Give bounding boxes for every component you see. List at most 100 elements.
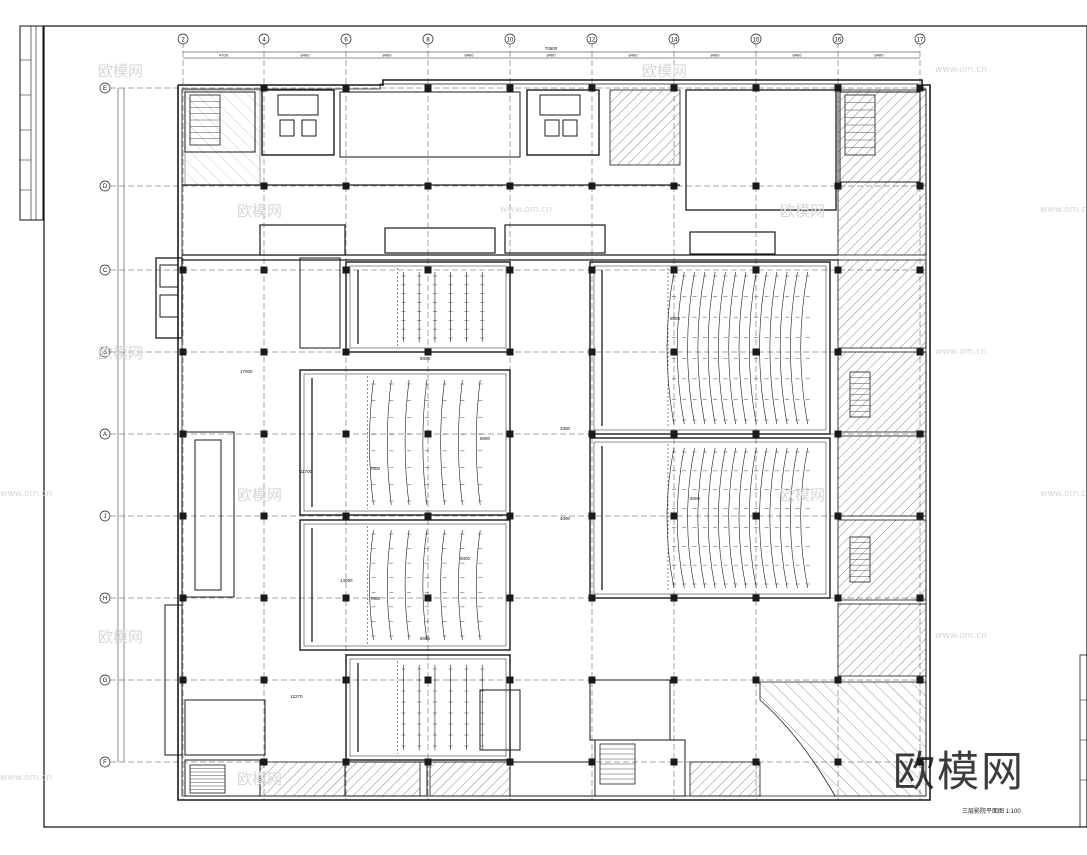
seat-row	[707, 447, 716, 589]
structural-column	[342, 348, 350, 356]
seat-row	[676, 447, 685, 589]
structural-column	[834, 758, 842, 766]
structural-column	[588, 182, 596, 190]
bay-dimension: 8400	[875, 53, 885, 58]
structural-column	[424, 348, 432, 356]
grid-row-label: F	[103, 760, 107, 766]
structural-column	[179, 594, 187, 602]
structural-column	[424, 758, 432, 766]
structural-column	[506, 84, 514, 92]
structural-column	[834, 676, 842, 684]
dimension-label: 3300	[560, 426, 571, 431]
grid-row-label: J	[104, 514, 107, 520]
seat-row	[369, 379, 374, 506]
grid-col-label: 17	[917, 38, 924, 44]
structural-column	[834, 594, 842, 602]
seat-row	[677, 271, 685, 425]
dimension-label: 6600	[670, 316, 681, 321]
grid-row-label: C	[103, 268, 108, 274]
cinema-hall	[589, 437, 831, 599]
seat-row	[800, 447, 809, 589]
structural-column	[424, 430, 432, 438]
stair	[849, 536, 871, 583]
grid-bubble-col: 10	[504, 33, 516, 45]
seat-row	[707, 271, 716, 425]
seat-row	[738, 447, 747, 589]
interior-walls	[182, 184, 838, 261]
structural-column	[424, 512, 432, 520]
structural-column	[260, 182, 268, 190]
structural-column	[834, 182, 842, 190]
grid-bubble-row: H	[99, 592, 111, 604]
structural-column	[588, 594, 596, 602]
structural-column	[260, 758, 268, 766]
structural-column	[752, 594, 760, 602]
structural-column	[588, 266, 596, 274]
cinema-hall	[589, 261, 831, 435]
structural-column	[670, 512, 678, 520]
stair	[849, 371, 871, 418]
room-dimension-labels: 1700011700140009000900090009000122707000…	[240, 316, 701, 699]
structural-column	[260, 594, 268, 602]
seat-row	[404, 529, 410, 641]
structural-column	[752, 266, 760, 274]
dimension-label: 17000	[240, 369, 253, 374]
bay-dimension: 8400	[629, 53, 639, 58]
title-strip	[19, 25, 44, 221]
structural-column	[424, 676, 432, 684]
dimension-label: 11700	[300, 469, 313, 474]
structural-column	[179, 266, 187, 274]
structural-column	[506, 758, 514, 766]
seat-row	[779, 447, 788, 589]
structural-column	[260, 676, 268, 684]
structural-column	[260, 430, 268, 438]
structural-column	[260, 348, 268, 356]
structural-column	[342, 84, 350, 92]
seat-row	[790, 271, 798, 425]
seat-row	[387, 529, 392, 641]
title-block	[1079, 654, 1087, 828]
bay-dimension: 4700	[219, 53, 229, 58]
drawing-title: 三层影院平面图 1:100	[962, 809, 1021, 815]
cinema-hall	[299, 369, 511, 516]
seat-row	[728, 271, 737, 425]
seat-row	[769, 447, 778, 589]
structural-column	[506, 430, 514, 438]
seat-row	[779, 271, 788, 425]
seat-row	[728, 447, 737, 589]
stair	[189, 94, 221, 146]
seat-row	[697, 447, 706, 589]
seat-row	[687, 447, 695, 589]
structural-column	[342, 758, 350, 766]
structural-column	[588, 758, 596, 766]
structural-column	[834, 512, 842, 520]
structural-column	[670, 430, 678, 438]
bay-dimension: 8400	[465, 53, 475, 58]
structural-column	[588, 512, 596, 520]
dimension-label: 7000	[370, 596, 381, 601]
structural-column	[260, 84, 268, 92]
structural-column	[916, 758, 924, 766]
structural-column	[588, 84, 596, 92]
structural-column	[506, 512, 514, 520]
structural-column	[916, 84, 924, 92]
dimension-label: 7000	[370, 466, 381, 471]
structural-column	[342, 594, 350, 602]
structural-column	[834, 348, 842, 356]
stair	[189, 764, 226, 794]
structural-column	[670, 84, 678, 92]
seat-row	[800, 271, 809, 425]
structural-column	[670, 594, 678, 602]
hatched-zones	[184, 89, 927, 797]
grid-col-label: 14	[671, 38, 678, 44]
structural-column	[342, 512, 350, 520]
dimension-label: 9000	[480, 436, 491, 441]
dimension-label: 9000	[420, 356, 431, 361]
structural-column	[916, 676, 924, 684]
top-cores	[184, 89, 921, 211]
seat-row	[687, 271, 695, 425]
structural-column	[752, 182, 760, 190]
bay-dimension: 8400	[301, 53, 311, 58]
structural-column	[588, 430, 596, 438]
